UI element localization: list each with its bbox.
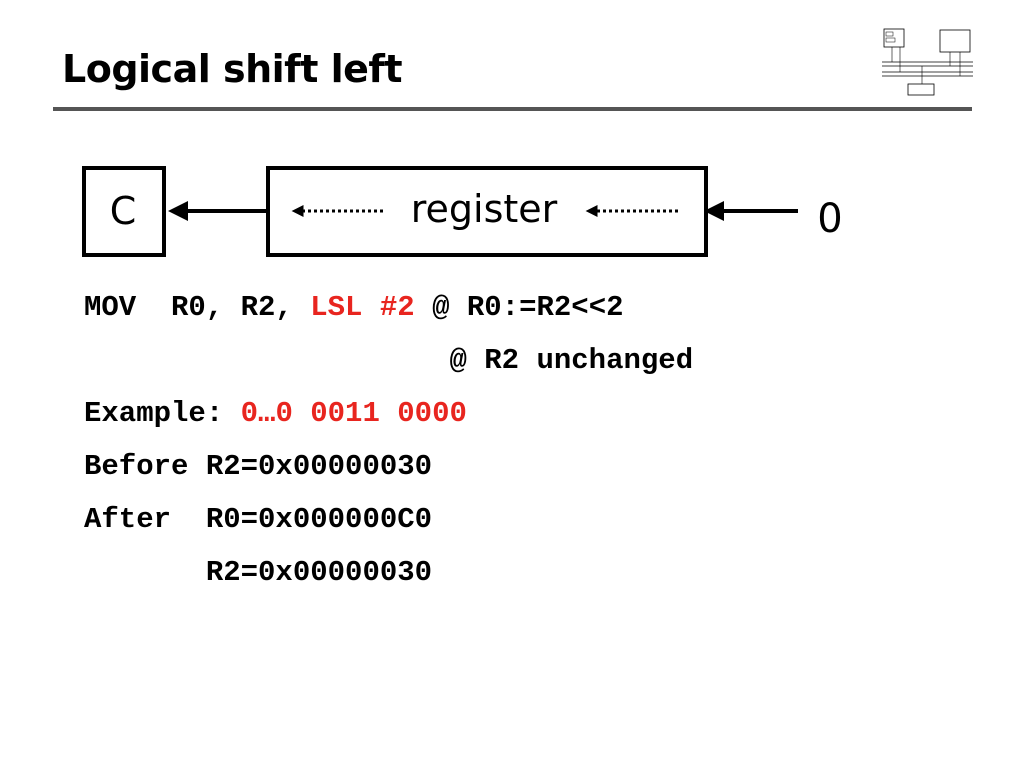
code-line-unchanged: @ R2 unchanged (84, 341, 693, 381)
carry-label: C (110, 189, 137, 233)
code-line-example: Example: 0…0 0011 0000 (84, 394, 467, 434)
computer-architecture-thumbnail (882, 28, 973, 96)
lsl-operand: LSL #2 (310, 291, 415, 324)
shift-diagram: C register 0 (82, 166, 843, 257)
code-line-before: Before R2=0x00000030 (84, 450, 433, 483)
carry-box (82, 166, 166, 257)
page-title: Logical shift left (62, 47, 403, 91)
example-value: 0…0 0011 0000 (240, 397, 467, 430)
example-label: Example: (84, 397, 241, 430)
code-line-after-r2: R2=0x00000030 (84, 556, 433, 589)
code-line-mov: MOV R0, R2, LSL #2 @ R0:=R2<<2 (84, 288, 624, 328)
unchanged-comment: @ R2 unchanged (84, 344, 694, 377)
code-line-after: After R0=0x000000C0 (84, 503, 433, 536)
mov-instruction: MOV R0, R2, (84, 291, 311, 324)
zero-input-label: 0 (817, 196, 842, 242)
mov-comment: @ R0:=R2<<2 (414, 291, 624, 324)
title-divider (53, 107, 972, 111)
register-label: register (411, 187, 558, 231)
